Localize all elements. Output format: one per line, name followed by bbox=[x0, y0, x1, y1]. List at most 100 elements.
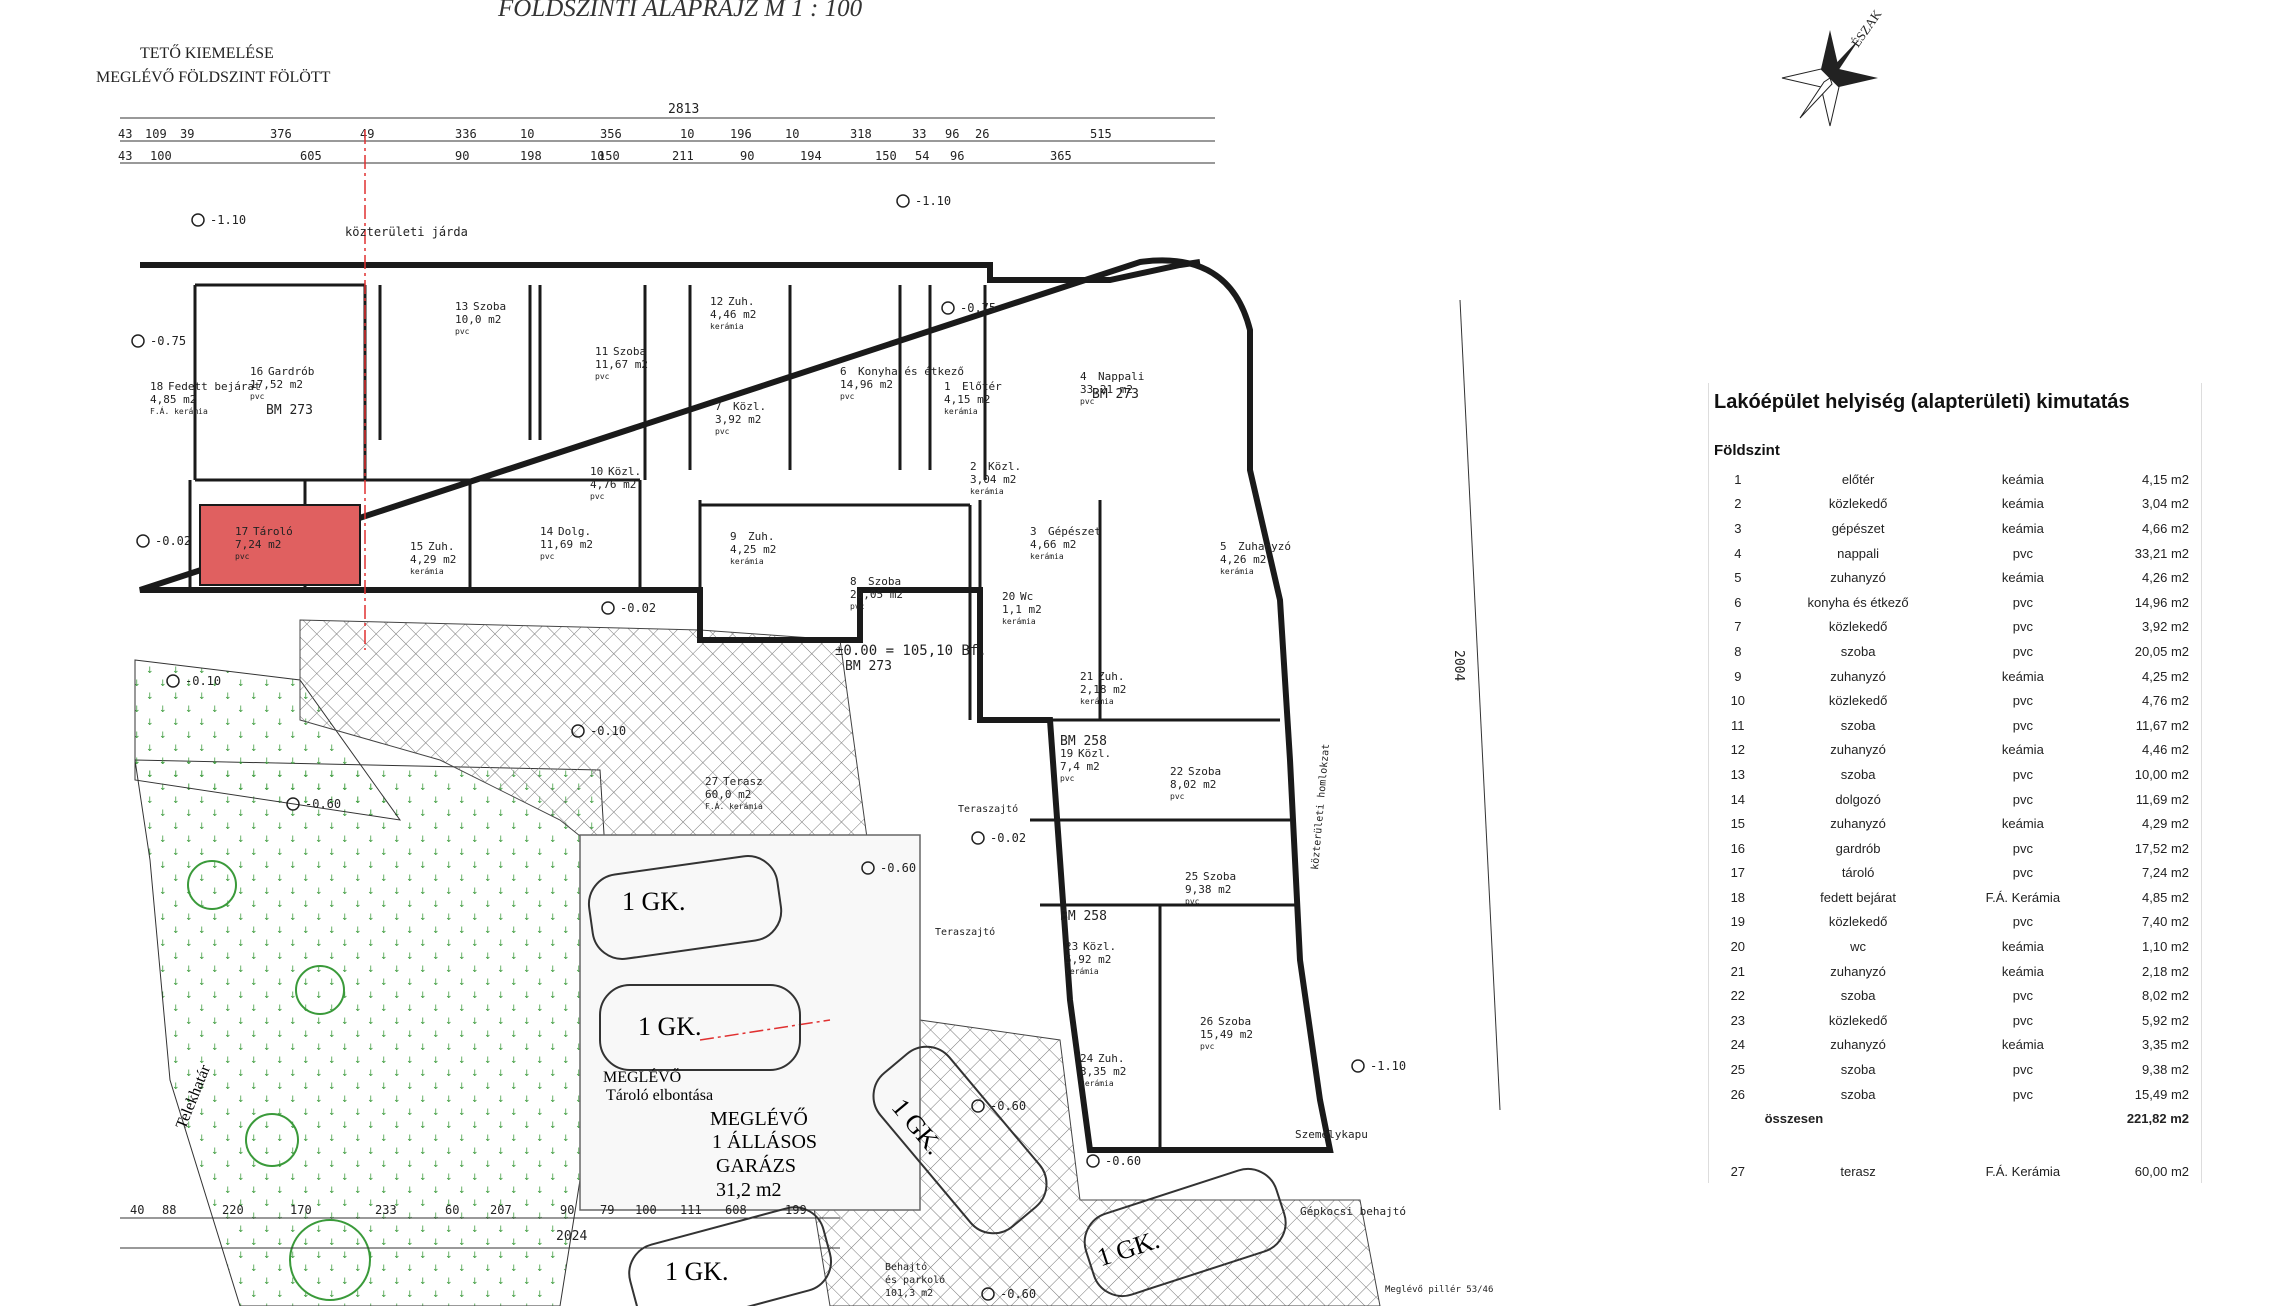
room-floor: pvc bbox=[455, 327, 470, 336]
schedule-cell-no: 6 bbox=[1734, 594, 1742, 610]
schedule-cell-floor: pvc bbox=[2012, 619, 2033, 635]
room-area: 7,4 m2 bbox=[1060, 760, 1100, 773]
structure-code-4: BM 258 bbox=[1060, 734, 1107, 749]
schedule-cell-no: 14 bbox=[1730, 791, 1746, 807]
schedule-cell-area: 4,76 m2 bbox=[2142, 693, 2189, 709]
dimension-value: 90 bbox=[740, 149, 754, 163]
schedule-cell-area: 14,96 m2 bbox=[2134, 594, 2189, 610]
level-marker-icon: -0.60 bbox=[1086, 1154, 1141, 1168]
room-area: 3,04 m2 bbox=[970, 473, 1016, 486]
room-area: 3,92 m2 bbox=[715, 413, 761, 426]
room-area: 3,35 m2 bbox=[1080, 1065, 1126, 1078]
room-name: Szoba bbox=[613, 345, 646, 358]
room-number: 6 bbox=[840, 365, 847, 378]
schedule-cell-no: 9 bbox=[1734, 668, 1742, 684]
schedule-cell-room: terasz bbox=[1840, 1163, 1876, 1179]
schedule-cell-area: 7,40 m2 bbox=[2142, 914, 2189, 930]
level-value: -0.02 bbox=[620, 601, 656, 615]
level-marker-icon: -1.10 bbox=[896, 194, 951, 208]
dimension-value: 88 bbox=[162, 1203, 176, 1217]
room-floor: kerámia bbox=[1065, 967, 1099, 976]
level-marker-icon: -0.60 bbox=[286, 797, 341, 811]
level-value: -0.75 bbox=[150, 334, 186, 348]
room-area: 4,26 m2 bbox=[1220, 553, 1266, 566]
room-floor: pvc bbox=[1200, 1042, 1215, 1051]
schedule-cell-floor: F.Á. Kerámia bbox=[1985, 1163, 2061, 1179]
schedule-total-label: összesen bbox=[1764, 1111, 1824, 1127]
room-area: 11,69 m2 bbox=[540, 538, 593, 551]
car-parking-symbols bbox=[587, 855, 1287, 1306]
room-name: Dolg. bbox=[558, 525, 591, 538]
terrace-entry-2: Teraszajtó bbox=[935, 926, 995, 938]
schedule-cell-no: 11 bbox=[1731, 717, 1745, 733]
room-number: 8 bbox=[850, 575, 857, 588]
dimension-value: 356 bbox=[600, 127, 622, 141]
room-name: Előtér bbox=[962, 380, 1002, 393]
room-area: 8,02 m2 bbox=[1170, 778, 1216, 791]
room-name: Közl. bbox=[608, 465, 641, 478]
schedule-cell-floor: keámia bbox=[2001, 816, 2044, 832]
schedule-cell-no: 1 bbox=[1734, 471, 1742, 487]
schedule-cell-floor: keámia bbox=[2001, 570, 2044, 586]
dimension-value: 33 bbox=[912, 127, 926, 141]
room-name: Szoba bbox=[1203, 870, 1236, 883]
room-floor: kerámia bbox=[970, 487, 1004, 496]
room-number: 18 bbox=[150, 380, 163, 393]
schedule-cell-room: szoba bbox=[1840, 766, 1876, 782]
structure-code-3: BM 273 bbox=[845, 659, 892, 674]
dimension-value: 150 bbox=[875, 149, 897, 163]
garage-line-4: 31,2 m2 bbox=[716, 1179, 782, 1201]
schedule-cell-room: zuhanyzó bbox=[1830, 1037, 1886, 1053]
room-number: 15 bbox=[410, 540, 423, 553]
schedule-cell-floor: keámia bbox=[2001, 471, 2044, 487]
room-name: Szoba bbox=[473, 300, 506, 313]
schedule-cell-room: zuhanyzó bbox=[1830, 816, 1886, 832]
overall-dim-bottom: 2024 bbox=[556, 1229, 587, 1244]
schedule-cell-area: 10,00 m2 bbox=[2134, 766, 2189, 782]
schedule-cell-no: 25 bbox=[1730, 1062, 1746, 1078]
schedule-cell-floor: keámia bbox=[2001, 520, 2044, 536]
room-area: 4,85 m2 bbox=[150, 393, 196, 406]
lawn-area bbox=[134, 759, 611, 1306]
structure-code-1: BM 273 bbox=[266, 403, 313, 418]
schedule-cell-floor: pvc bbox=[2012, 1012, 2033, 1028]
room-name: Közl. bbox=[988, 460, 1021, 473]
schedule-cell-floor: pvc bbox=[2012, 1086, 2033, 1102]
room-number: 16 bbox=[250, 365, 263, 378]
dimension-value: 211 bbox=[672, 149, 694, 163]
schedule-cell-no: 15 bbox=[1730, 816, 1746, 832]
room-floor: pvc bbox=[850, 602, 865, 611]
room-number: 26 bbox=[1200, 1015, 1213, 1028]
room-area: 1,1 m2 bbox=[1002, 603, 1042, 616]
dimension-value: 26 bbox=[975, 127, 989, 141]
room-name: Wc bbox=[1020, 590, 1033, 603]
garage-demolish-1: MEGLÉVŐ bbox=[603, 1067, 681, 1086]
schedule-cell-no: 21 bbox=[1730, 963, 1746, 979]
parking-label-5: 1 GK. bbox=[665, 1257, 729, 1286]
north-label: ÉSZAK bbox=[1848, 6, 1885, 49]
dimension-value: 170 bbox=[290, 1203, 312, 1217]
room-schedule-table: Lakóépület helyiség (alapterületi) kimut… bbox=[1708, 383, 2202, 1183]
lawn-area-left bbox=[134, 659, 402, 821]
level-value: -0.75 bbox=[960, 301, 996, 315]
room-number: 22 bbox=[1170, 765, 1183, 778]
level-value: -1.10 bbox=[1370, 1059, 1406, 1073]
schedule-cell-room: szoba bbox=[1840, 1062, 1876, 1078]
schedule-cell-area: 20,05 m2 bbox=[2134, 643, 2189, 659]
schedule-cell-no: 20 bbox=[1730, 939, 1746, 955]
room-floor: pvc bbox=[250, 392, 265, 401]
